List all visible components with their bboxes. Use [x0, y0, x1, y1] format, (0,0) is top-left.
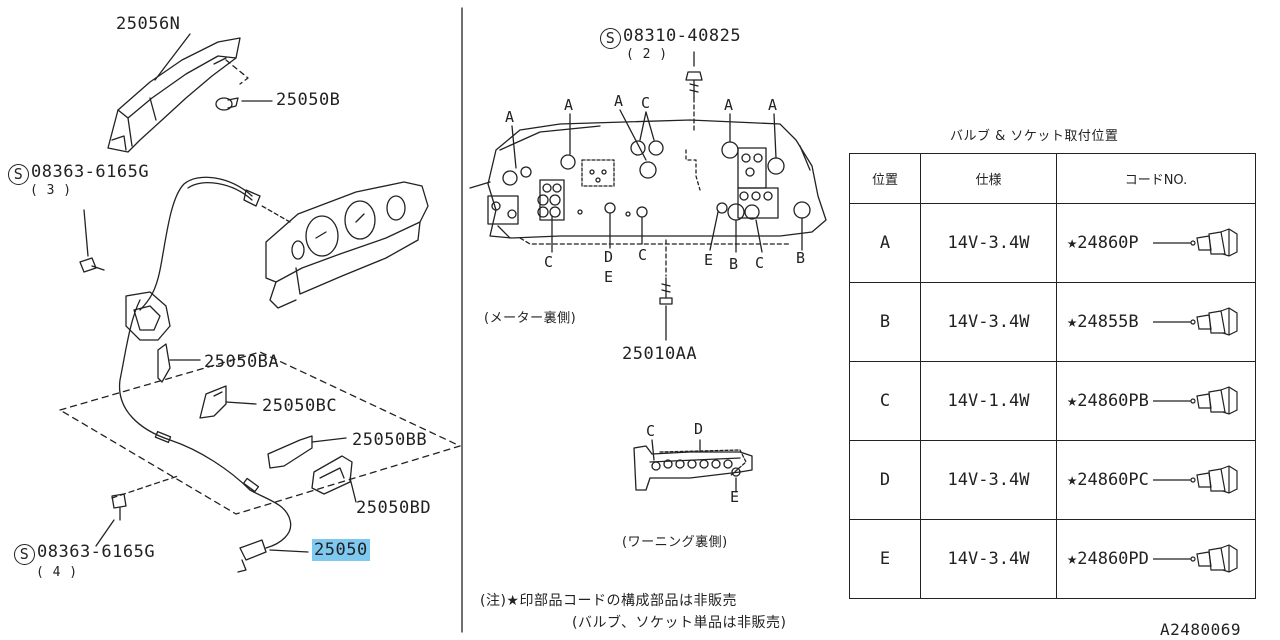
- table-title: バルブ & ソケット取付位置: [950, 129, 1119, 144]
- cell-position: E: [849, 519, 921, 599]
- callout-B-2: B: [796, 249, 806, 267]
- bracket-25050BC: [199, 385, 257, 419]
- figure-id: A2480069: [1160, 620, 1242, 639]
- bulb-socket-icon: [1153, 386, 1238, 415]
- note-line-2: (バルブ、ソケット単品は非販売): [572, 615, 787, 631]
- cell-code: ★24860P: [1056, 203, 1256, 283]
- cell-position: C: [849, 361, 921, 441]
- cluster-housing: [265, 181, 429, 309]
- label-25056N: 25056N: [116, 14, 181, 34]
- label-25050B: 25050B: [276, 90, 341, 110]
- cell-position: D: [849, 440, 921, 520]
- label-bolt-top-qty: ( 2 ): [626, 47, 668, 62]
- table-row-d: D 14V-3.4W ★24860PC: [849, 440, 1256, 520]
- cell-position: B: [849, 282, 921, 362]
- cell-code: ★24860PC: [1056, 440, 1256, 520]
- callout-C-1: C: [544, 253, 554, 271]
- callout-A-5: A: [768, 96, 778, 114]
- label-25050BA: 25050BA: [204, 352, 280, 372]
- bolt-top: [685, 51, 703, 131]
- callout-E-2: E: [704, 251, 714, 269]
- bracket-25050BB: [267, 435, 347, 469]
- cell-spec: 14V-3.4W: [920, 203, 1057, 283]
- bracket-25050BA: [157, 343, 201, 383]
- callout-C-2: C: [638, 246, 648, 264]
- label-25050BC: 25050BC: [262, 396, 338, 416]
- label-25050-highlighted[interactable]: 25050: [312, 539, 370, 561]
- callout-E-1: E: [604, 268, 614, 286]
- callout-A-4: A: [724, 96, 734, 114]
- callout-warning-E: E: [730, 488, 740, 506]
- cell-spec: 14V-3.4W: [920, 282, 1057, 362]
- header-spec: 仕様: [920, 153, 1057, 204]
- label-25050BB: 25050BB: [352, 430, 428, 450]
- callout-C-3: C: [755, 254, 765, 272]
- callout-warning-D: D: [694, 420, 704, 438]
- part-code[interactable]: ★24860P: [1067, 233, 1139, 253]
- callout-B-1: B: [729, 255, 739, 273]
- cell-code: ★24860PD: [1056, 519, 1256, 599]
- speedometer-cable: [118, 176, 292, 573]
- table-row-e: E 14V-3.4W ★24860PD: [849, 519, 1256, 599]
- bracket-25050BD: [311, 455, 357, 503]
- standard-part-s-icon: S: [8, 164, 29, 185]
- bulb-socket-table: 位置 仕様 コードNO. A 14V-3.4W ★24860P B 14V-3.…: [849, 153, 1256, 599]
- label-meter-back: (メーター裏側): [484, 311, 577, 326]
- header-code: コードNO.: [1056, 153, 1256, 204]
- table-header-row: 位置 仕様 コードNO.: [849, 153, 1256, 204]
- note-line-1: (注)★印部品コードの構成部品は非販売: [480, 593, 737, 609]
- callout-warning-C: C: [646, 422, 656, 440]
- meter-leaders: [511, 109, 803, 253]
- callout-A-3: A: [614, 92, 624, 110]
- cell-spec: 14V-1.4W: [920, 361, 1057, 441]
- upper-cover-25056N: [107, 33, 241, 153]
- callout-D-1: D: [604, 248, 614, 266]
- cell-spec: 14V-3.4W: [920, 440, 1057, 520]
- table-row-c: C 14V-1.4W ★24860PB: [849, 361, 1256, 441]
- warning-back-outline: [633, 439, 753, 493]
- cell-position: A: [849, 203, 921, 283]
- table-row-b: B 14V-3.4W ★24855B: [849, 282, 1256, 362]
- bulb-socket-icon: [1153, 307, 1238, 336]
- part-code[interactable]: ★24860PD: [1067, 549, 1149, 569]
- screw-bottom: [95, 493, 127, 547]
- bulb-socket-icon: [1153, 228, 1238, 257]
- table-row-a: A 14V-3.4W ★24860P: [849, 203, 1256, 283]
- label-25010AA: 25010AA: [622, 344, 698, 364]
- callout-C-top: C: [641, 94, 651, 112]
- cell-code: ★24855B: [1056, 282, 1256, 362]
- part-code[interactable]: ★24855B: [1067, 312, 1139, 332]
- label-screw-bottom-qty: ( 4 ): [36, 565, 78, 580]
- standard-part-s-icon: S: [600, 28, 621, 49]
- label-screw-top-qty: ( 3 ): [30, 183, 72, 198]
- cell-code: ★24860PB: [1056, 361, 1256, 441]
- clip-25050B: [215, 97, 273, 111]
- bulb-socket-icon: [1153, 544, 1238, 573]
- label-25050BD: 25050BD: [356, 498, 432, 518]
- label-warning-back: (ワーニング裏側): [622, 535, 728, 550]
- bulb-socket-icon: [1153, 465, 1238, 494]
- header-position: 位置: [849, 153, 921, 204]
- screw-top: [79, 209, 105, 273]
- callout-A-1: A: [505, 108, 515, 126]
- cell-spec: 14V-3.4W: [920, 519, 1057, 599]
- part-code[interactable]: ★24860PC: [1067, 470, 1149, 490]
- meter-back-outline: [469, 119, 827, 245]
- bolt-bottom: [659, 239, 673, 341]
- part-code[interactable]: ★24860PB: [1067, 391, 1149, 411]
- callout-A-2: A: [564, 96, 574, 114]
- standard-part-s-icon: S: [14, 544, 35, 565]
